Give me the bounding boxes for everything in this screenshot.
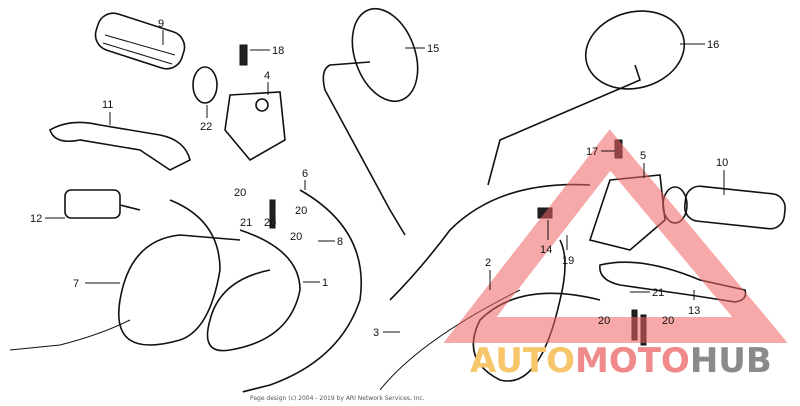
callout-10: 10 (716, 157, 728, 169)
wire-harness (389, 183, 591, 301)
callout-22: 22 (200, 121, 212, 133)
clutch-cable (118, 199, 241, 346)
choke-assembly (64, 189, 141, 219)
left-switch-housing (224, 91, 286, 162)
callout-14: 14 (540, 244, 552, 256)
callout-11: 11 (102, 99, 113, 111)
left-mirror (322, 7, 419, 236)
callout-6: 6 (302, 168, 308, 180)
callout-2: 2 (485, 257, 491, 269)
callout-3: 3 (373, 327, 379, 339)
bolt-18 (239, 44, 248, 66)
front-brake-cable (472, 239, 601, 382)
callout-21: 21 (240, 217, 252, 229)
callout-20: 20 (662, 315, 674, 327)
watermark-logo (443, 129, 788, 343)
callouts: 1 2 3 4 5 6 7 8 9 10 11 12 13 14 15 16 1… (30, 18, 728, 339)
callout-17: 17 (586, 146, 598, 158)
throttle-cable-2 (206, 229, 301, 352)
callout-9: 9 (158, 18, 164, 30)
callout-5: 5 (640, 150, 646, 162)
copyright-text: Page design (c) 2004 - 2019 by ARI Netwo… (250, 395, 425, 402)
callout-20: 20 (295, 205, 307, 217)
screw-20a (269, 199, 276, 229)
callout-15: 15 (427, 43, 439, 55)
callout-7: 7 (73, 278, 79, 290)
throttle-cable (242, 189, 362, 393)
brake-lever-bracket (588, 174, 666, 251)
callout-20: 20 (290, 231, 302, 243)
clutch-lever (49, 121, 191, 171)
callout-4: 4 (264, 70, 270, 82)
left-grip (94, 12, 218, 104)
callout-8: 8 (337, 236, 343, 248)
callout-19: 19 (562, 255, 574, 267)
callout-16: 16 (707, 39, 719, 51)
callout-13: 13 (688, 305, 700, 317)
callout-12: 12 (30, 213, 42, 225)
callout-21: 21 (652, 287, 664, 299)
callout-20: 20 (598, 315, 610, 327)
right-mirror (487, 10, 686, 186)
callout-1: 1 (322, 277, 328, 289)
callout-20: 20 (234, 187, 246, 199)
watermark-text: AUTOMOTOHUB (470, 341, 772, 381)
callout-18: 18 (272, 45, 284, 57)
cable-end (9, 319, 131, 351)
callout-20: 20 (264, 217, 276, 229)
